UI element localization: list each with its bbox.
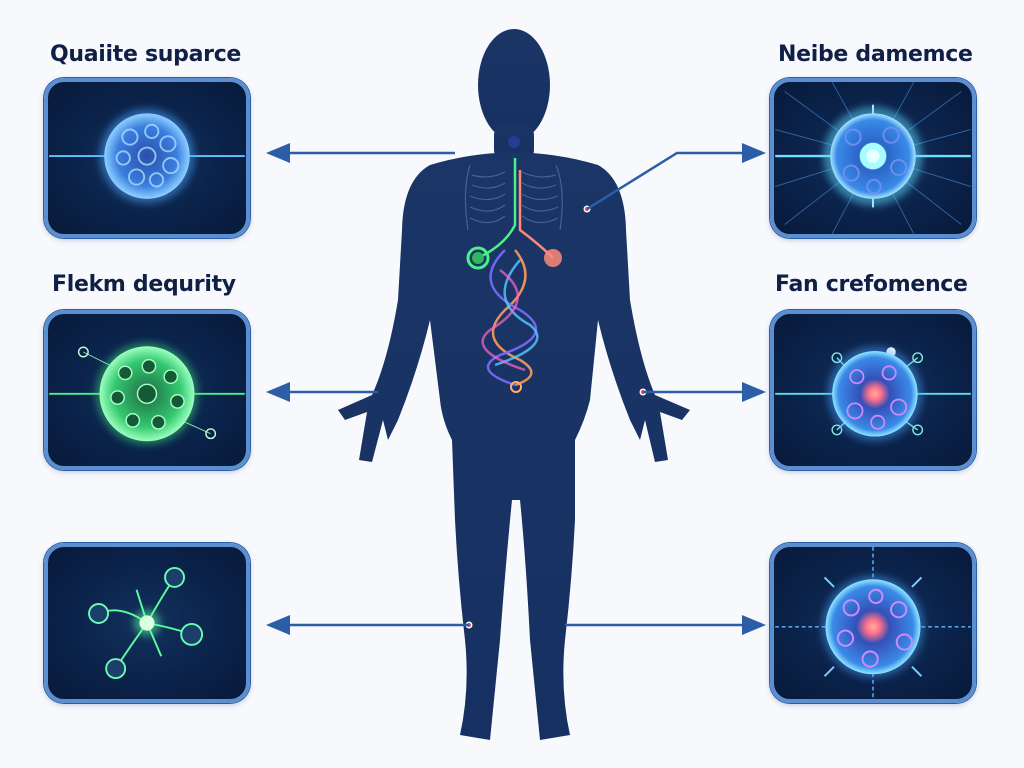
cell-panel-bottom-left [44, 543, 250, 703]
cell-panel-top-right [770, 78, 976, 238]
green-cell-icon [49, 342, 245, 446]
neuron-cell-icon [88, 566, 204, 680]
panel-label-top-left: Quaiite suparce [50, 42, 242, 67]
red-node-icon [544, 249, 562, 267]
panel-label-mid-left: Flekm dequrity [52, 272, 236, 297]
cell-panel-mid-right [770, 310, 976, 470]
arrow-to-top-right [586, 151, 745, 211]
cell-panel-bottom-right [770, 543, 976, 703]
marker-dots [465, 205, 647, 629]
green-node-icon [466, 246, 490, 270]
glowing-pathways [477, 158, 554, 387]
body-silhouette [338, 29, 690, 740]
spiked-cell-icon [775, 547, 971, 699]
arrowhead-icons [266, 143, 766, 635]
panel-label-mid-right: Fan crefomence [775, 272, 968, 297]
blue-cell-icon [49, 108, 245, 204]
radiating-cell-icon [775, 82, 971, 234]
panel-label-top-right: Neibe damemce [778, 42, 973, 67]
ribcage [464, 164, 563, 231]
anchored-cell-icon [775, 346, 971, 442]
cell-panel-top-left [44, 78, 250, 238]
connector-arrows [288, 151, 745, 627]
cell-panel-mid-left [44, 310, 250, 470]
